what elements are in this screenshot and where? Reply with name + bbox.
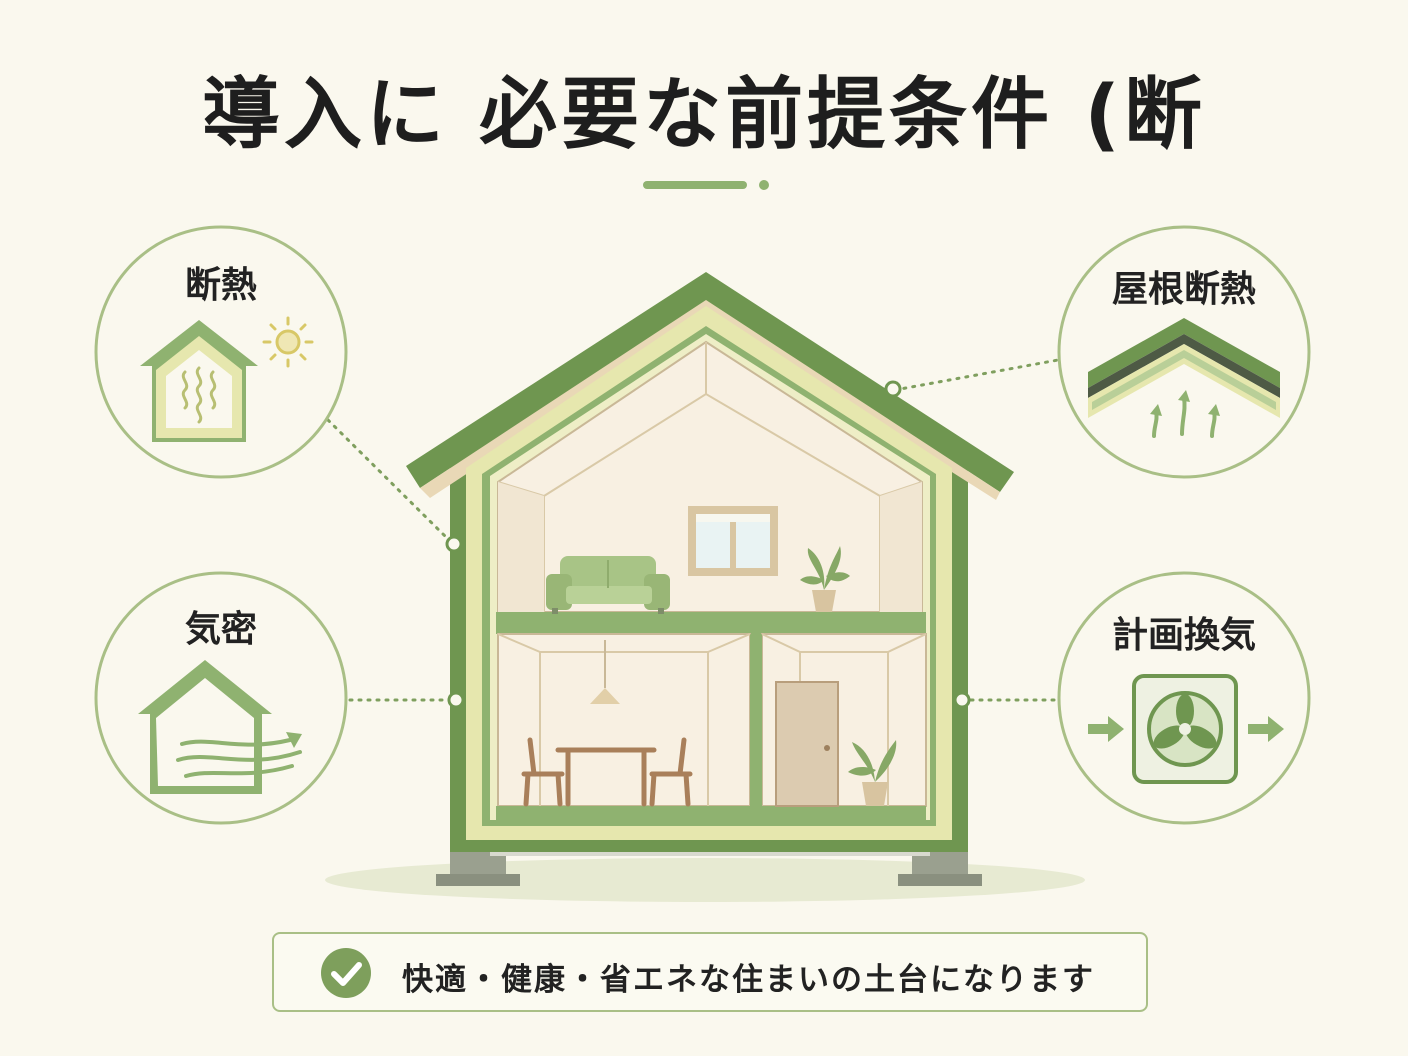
window-icon [688, 506, 778, 576]
roof-insulation-heat-icon [1088, 318, 1280, 438]
callout-airtight-circle [94, 571, 348, 825]
pendant-lamp-icon [590, 640, 620, 704]
leader-insulation [326, 418, 454, 545]
dining-set-icon [521, 737, 693, 807]
ventilation-fan-icon [1088, 674, 1284, 784]
callout-roof-label: 屋根断熱 [1111, 269, 1256, 310]
callout-insulation-circle [94, 225, 348, 479]
footer-summary: 快適・健康・省エネな住まいの土台になります [272, 932, 1148, 1012]
callout-roof-circle [1057, 225, 1311, 479]
callout-insulation-label: 断熱 [184, 265, 257, 306]
airtight-house-airflow-icon [138, 660, 302, 794]
callout-ventilation-circle [1057, 571, 1311, 825]
ground-shadow [325, 858, 1085, 902]
insulated-house-sun-icon [140, 316, 314, 442]
interior-lower-left [497, 633, 751, 807]
sofa-icon [546, 556, 670, 614]
house-cross-section-diagram [94, 225, 1311, 902]
footer-text: 快適・健康・省エネな住まいの土台になります [402, 962, 1095, 998]
floor-slab [496, 612, 926, 634]
page-title: 導入に 必要な前提条件 (断 [202, 70, 1206, 160]
connector-dots [445, 380, 971, 709]
callout-airtight-label: 気密 [184, 609, 257, 650]
title-divider [643, 180, 769, 190]
plant-lower-icon [848, 740, 897, 806]
door-icon [775, 681, 839, 807]
leader-lines [326, 358, 1060, 702]
plant-upper-icon [800, 546, 850, 612]
check-circle-icon [321, 948, 371, 998]
callout-ventilation-label: 計画換気 [1111, 615, 1256, 656]
leader-roof [893, 358, 1060, 392]
